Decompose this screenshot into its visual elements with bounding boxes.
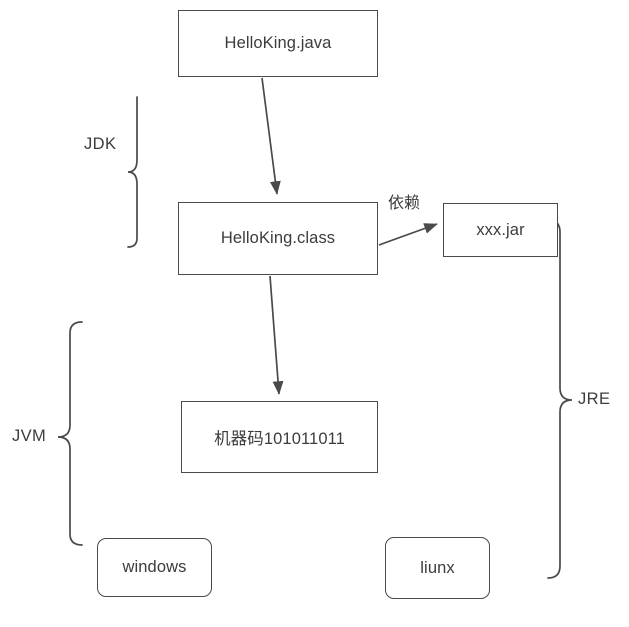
- node-helloking-class[interactable]: HelloKing.class: [178, 202, 378, 275]
- node-helloking-java-label: HelloKing.java: [224, 34, 332, 52]
- brace-jdk: [127, 96, 138, 248]
- node-machine-code[interactable]: 机器码101011011: [181, 401, 378, 473]
- node-windows-label: windows: [122, 558, 187, 576]
- node-liunx[interactable]: liunx: [385, 537, 490, 599]
- node-machine-code-label: 机器码101011011: [214, 430, 345, 448]
- node-windows[interactable]: windows: [97, 538, 212, 597]
- node-helloking-class-label: HelloKing.class: [220, 229, 336, 247]
- edge-label-dependency: 依赖: [388, 195, 421, 212]
- brace-label-jre: JRE: [578, 390, 611, 408]
- edge-dependency: [378, 223, 438, 246]
- edge-compile: [261, 77, 281, 195]
- brace-jre: [547, 219, 573, 579]
- node-xxx-jar-label: xxx.jar: [476, 220, 525, 239]
- edge-interpret: [269, 275, 284, 395]
- node-xxx-jar[interactable]: xxx.jar: [443, 203, 558, 257]
- brace-label-jvm: JVM: [12, 427, 47, 445]
- node-helloking-java[interactable]: HelloKing.java: [178, 10, 378, 77]
- brace-jvm: [57, 321, 83, 546]
- node-liunx-label: liunx: [420, 558, 455, 577]
- brace-label-jdk: JDK: [84, 135, 117, 153]
